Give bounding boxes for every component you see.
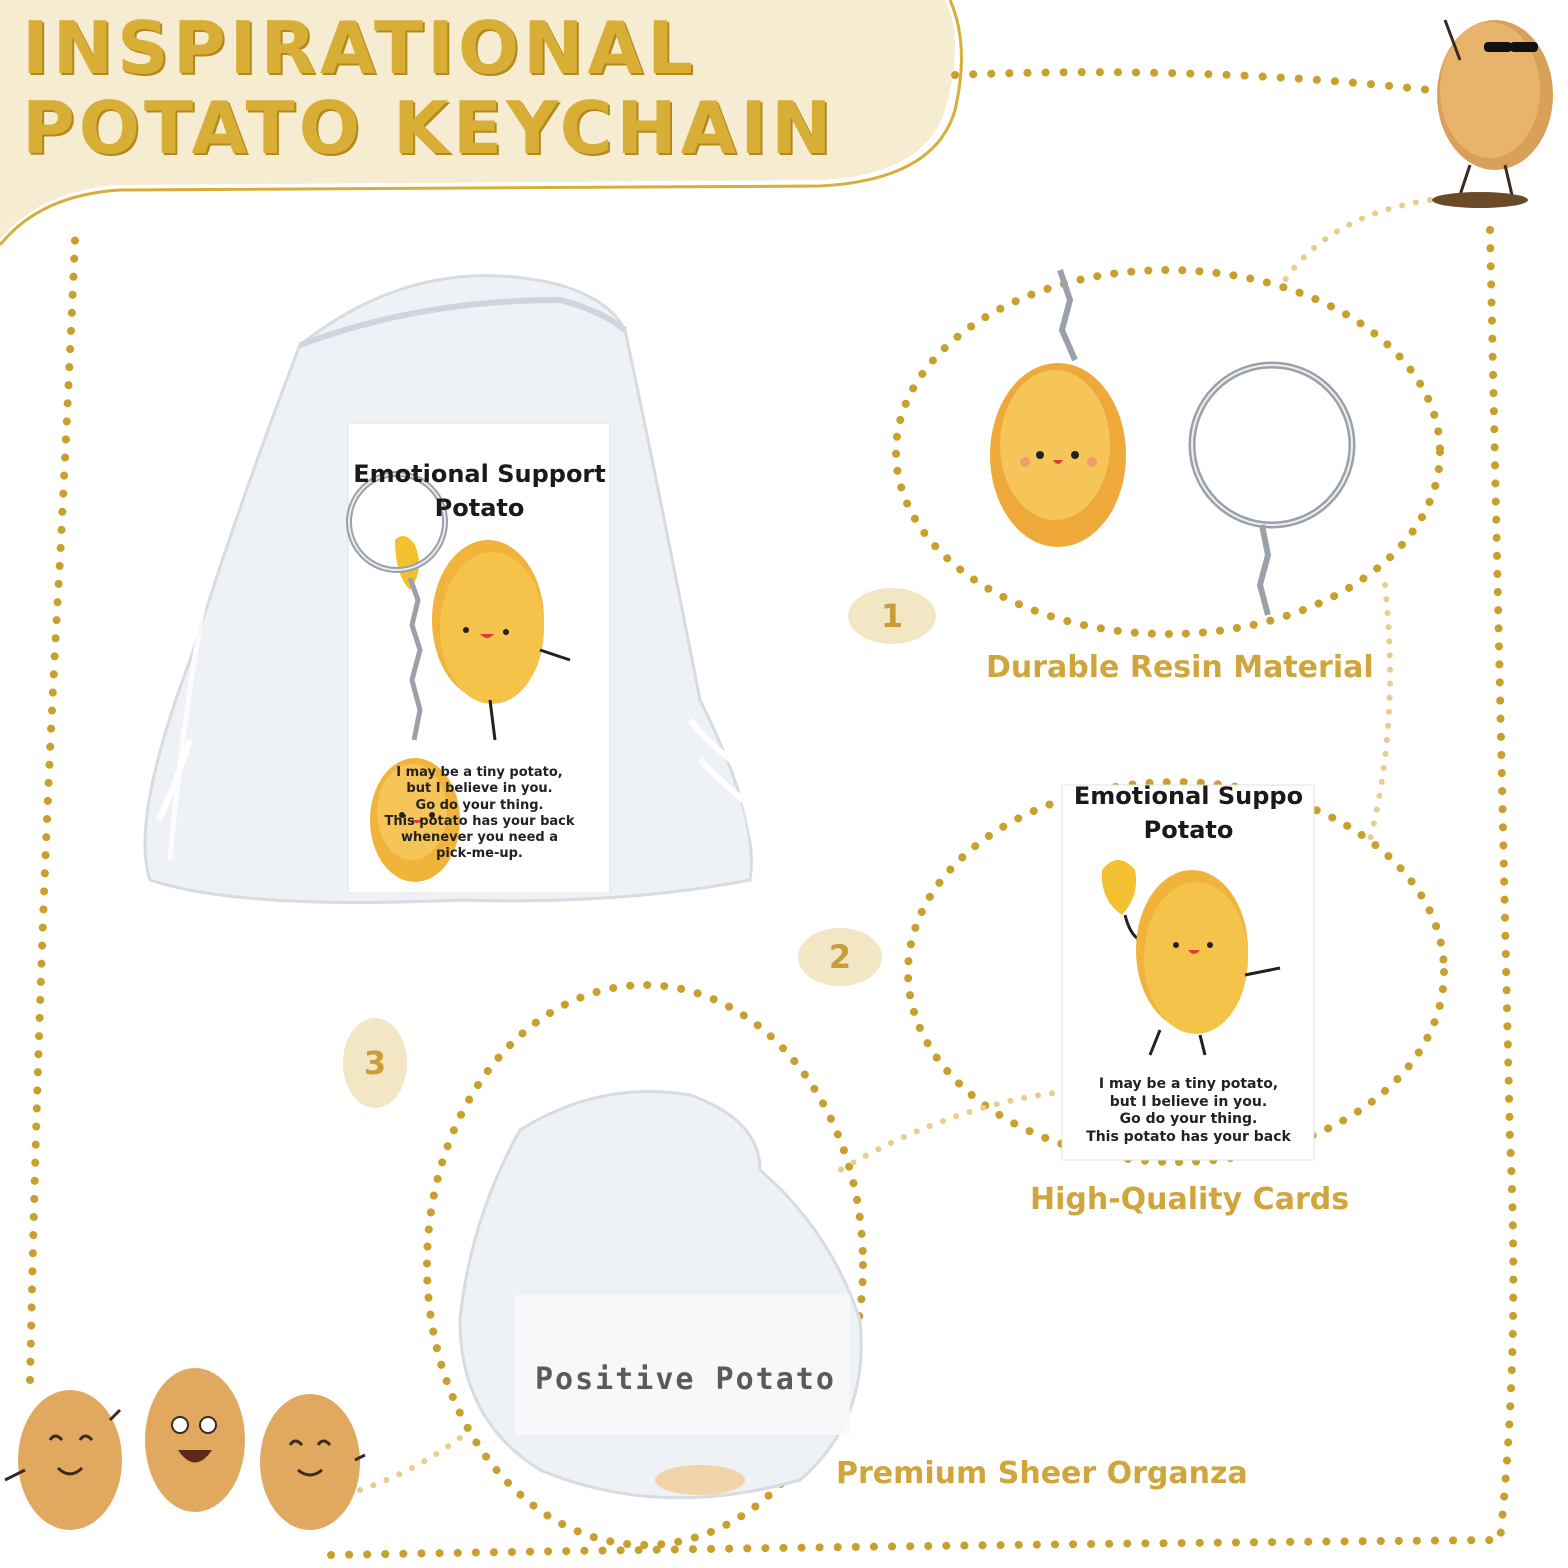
feature-badge-2: 2 <box>798 928 882 986</box>
feature-circle-1 <box>892 266 1444 638</box>
detail-organza-bag <box>458 1090 863 1500</box>
header-banner-edge <box>0 0 963 246</box>
page-title-line1: INSPIRATIONAL <box>22 6 698 90</box>
feature-circle-2 <box>904 778 1448 1166</box>
potato-mascots-group-icon <box>4 1368 366 1530</box>
main-card-title-line2: Potato <box>434 494 525 522</box>
feature-badge-1: 1 <box>848 588 936 644</box>
card-potato-illustration <box>395 536 571 741</box>
detail-card-title-line1: Emotional Suppo <box>1073 782 1304 810</box>
potato-mascot-sunglasses-icon <box>1432 19 1553 208</box>
page-title-line2: POTATO KEYCHAIN <box>22 86 836 170</box>
detail-card-message: I may be a tiny potato, but I believe in… <box>1086 1076 1291 1145</box>
main-keyring-icon <box>346 471 448 741</box>
main-card-message: I may be a tiny potato, but I believe in… <box>384 765 575 862</box>
detail-keyring-icon <box>1188 361 1356 616</box>
dotted-frame <box>26 68 1518 1559</box>
header-banner <box>0 0 955 240</box>
feature-badge-3: 3 <box>343 1018 407 1108</box>
bag-label: Positive Potato <box>535 1362 836 1397</box>
detail-card-title-line2: Potato <box>1143 816 1234 844</box>
main-card-title-line1: Emotional Support <box>353 460 606 488</box>
detail-card-potato-illustration <box>1101 860 1281 1056</box>
main-resin-charm-icon <box>370 758 460 882</box>
feature-label-1: Durable Resin Material <box>986 650 1374 685</box>
feature-circle-3 <box>423 981 867 1549</box>
detail-resin-charm-icon <box>990 269 1126 547</box>
feature-label-3: Premium Sheer Organza <box>836 1456 1248 1491</box>
feature-label-2: High-Quality Cards <box>1030 1182 1350 1217</box>
